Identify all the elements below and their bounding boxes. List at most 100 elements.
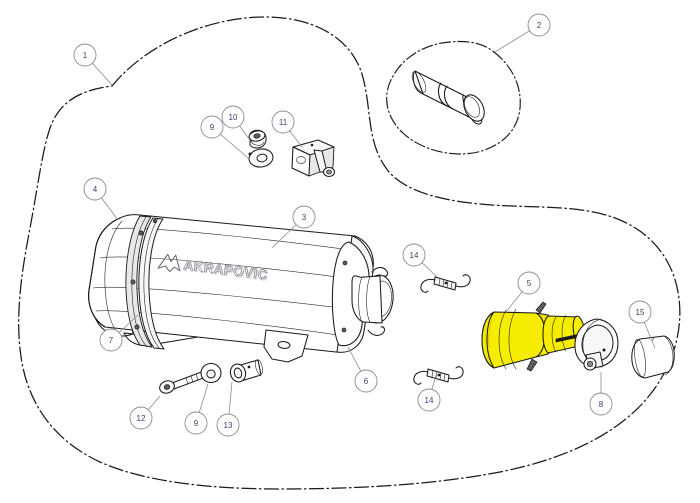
muffler-front-cap-crease xyxy=(104,220,123,330)
callout-leader-line xyxy=(92,62,113,86)
link-pipe-rib-1 xyxy=(498,309,507,370)
callout-bubble[interactable] xyxy=(417,388,441,412)
part-2-sleeve xyxy=(411,70,485,125)
callout-leader-line xyxy=(421,262,438,278)
callout-number: 3 xyxy=(302,213,307,222)
callout-bubble[interactable] xyxy=(628,300,652,324)
callout-bubble[interactable] xyxy=(589,392,613,416)
callout-1-outer-region-boundary[interactable]: 1 xyxy=(73,43,113,86)
band-rivet-3 xyxy=(134,324,140,330)
callout-leader-line xyxy=(239,125,251,141)
callout-leader-line xyxy=(228,381,233,415)
spring-lower-hook-left xyxy=(413,370,429,385)
callout-9-washer-lower[interactable]: 9 xyxy=(184,383,209,435)
muffler-mounting-tab xyxy=(263,329,309,363)
bracket-bolt-bore xyxy=(326,169,332,175)
callout-number: 13 xyxy=(224,421,233,430)
outlet-spring-hook-top xyxy=(371,267,388,277)
bracket-marker-dot xyxy=(310,143,314,147)
callout-number: 7 xyxy=(109,336,114,345)
callout-leader-line xyxy=(643,321,656,349)
part-15-gasket-sleeve xyxy=(631,335,675,379)
band-rail-outer xyxy=(125,215,153,348)
callout-bubble[interactable] xyxy=(517,271,541,295)
spring-upper-hook-left xyxy=(420,278,436,293)
callout-number: 9 xyxy=(210,123,215,132)
callout-bubble[interactable] xyxy=(354,369,378,393)
callout-bubble[interactable] xyxy=(221,105,245,129)
outlet-rivet-1 xyxy=(342,260,348,266)
spacer-far-end xyxy=(255,359,263,375)
muffler-outlet-tip xyxy=(331,235,394,353)
spring-upper xyxy=(420,274,471,293)
callout-3-muffler-body[interactable]: 3 xyxy=(271,205,316,249)
link-pipe-lug-top xyxy=(535,301,547,314)
callout-number: 5 xyxy=(527,279,532,288)
sleeve-body xyxy=(414,70,472,119)
callout-bubble[interactable] xyxy=(99,328,123,352)
callout-8-band-clamp[interactable]: 8 xyxy=(589,372,613,416)
spacer-marker-dot xyxy=(247,365,251,369)
mounting-tab-hole xyxy=(277,341,291,349)
link-pipe-rib-3 xyxy=(551,316,557,353)
callout-4-muffler-front-cap[interactable]: 4 xyxy=(83,177,119,221)
callout-leader-line xyxy=(271,224,297,249)
callout-bubble[interactable] xyxy=(402,243,426,267)
callout-leader-line xyxy=(289,130,303,148)
callout-5-link-pipe-adapter[interactable]: 5 xyxy=(505,271,541,313)
washer-lower-hole xyxy=(206,369,216,379)
callout-11-mounting-bracket[interactable]: 11 xyxy=(271,110,303,148)
sleeve-inset-region-path xyxy=(386,40,521,155)
callout-number: 9 xyxy=(194,419,199,428)
washer-upper-hole xyxy=(256,153,268,163)
callout-number: 2 xyxy=(537,21,542,30)
band-rail-inner xyxy=(138,217,165,350)
callout-2-sleeve-inset-region[interactable]: 2 xyxy=(494,13,551,53)
outlet-tube-body xyxy=(351,275,383,324)
callout-bubble[interactable] xyxy=(184,411,208,435)
callout-bubble[interactable] xyxy=(527,13,551,37)
gasket-sleeve-front-ellipse xyxy=(634,338,646,378)
callout-15-gasket-sleeve[interactable]: 15 xyxy=(628,300,656,349)
callout-bubble[interactable] xyxy=(216,413,240,437)
callout-number: 15 xyxy=(636,308,645,317)
upper-hardware-group xyxy=(248,129,336,178)
part-3-muffler-assembly: AKRAPOVIC AKRAPOVIC xyxy=(88,214,394,363)
callout-6-muffler-outlet-tip[interactable]: 6 xyxy=(347,346,378,393)
link-pipe-lug-bottom xyxy=(526,358,538,372)
callout-bubble[interactable] xyxy=(271,110,295,134)
callout-bubble[interactable] xyxy=(292,205,316,229)
callout-14-spring-upper[interactable]: 14 xyxy=(402,243,438,278)
sleeve-band-2 xyxy=(443,85,454,110)
outlet-tube-ridge-1 xyxy=(358,276,363,323)
callout-number: 14 xyxy=(410,251,419,260)
callout-bubble[interactable] xyxy=(73,43,97,67)
outlet-spring-hook-bottom xyxy=(367,326,385,336)
callout-number: 11 xyxy=(279,118,288,127)
gasket-sleeve-rim xyxy=(663,335,674,376)
spring-upper-coil-lines xyxy=(438,277,453,290)
band-rail-edge-2 xyxy=(143,218,160,349)
callout-12-bolt[interactable]: 12 xyxy=(129,395,161,430)
region-boundaries xyxy=(18,16,681,490)
bolt-head-socket xyxy=(163,384,171,390)
muffler-end-cap-band xyxy=(125,215,165,350)
callout-13-spacer-bushing[interactable]: 13 xyxy=(216,381,240,437)
lower-hardware-group xyxy=(159,359,263,394)
link-pipe-rib-2 xyxy=(508,308,517,370)
spring-lower xyxy=(413,366,464,385)
callout-bubble[interactable] xyxy=(83,177,107,201)
callout-leader-line xyxy=(431,374,437,390)
callout-10-nut-upper[interactable]: 10 xyxy=(221,105,251,141)
callout-bubble[interactable] xyxy=(200,115,224,139)
link-pipe-rib-4 xyxy=(561,314,567,352)
callout-bubble[interactable] xyxy=(129,406,153,430)
callout-14-spring-lower[interactable]: 14 xyxy=(417,374,441,412)
callout-7-muffler-end-cap-band[interactable]: 7 xyxy=(99,314,139,352)
spring-lower-marker xyxy=(437,373,441,377)
callout-9-washer-upper[interactable]: 9 xyxy=(200,115,249,159)
sleeve-front-ellipse xyxy=(411,71,427,93)
